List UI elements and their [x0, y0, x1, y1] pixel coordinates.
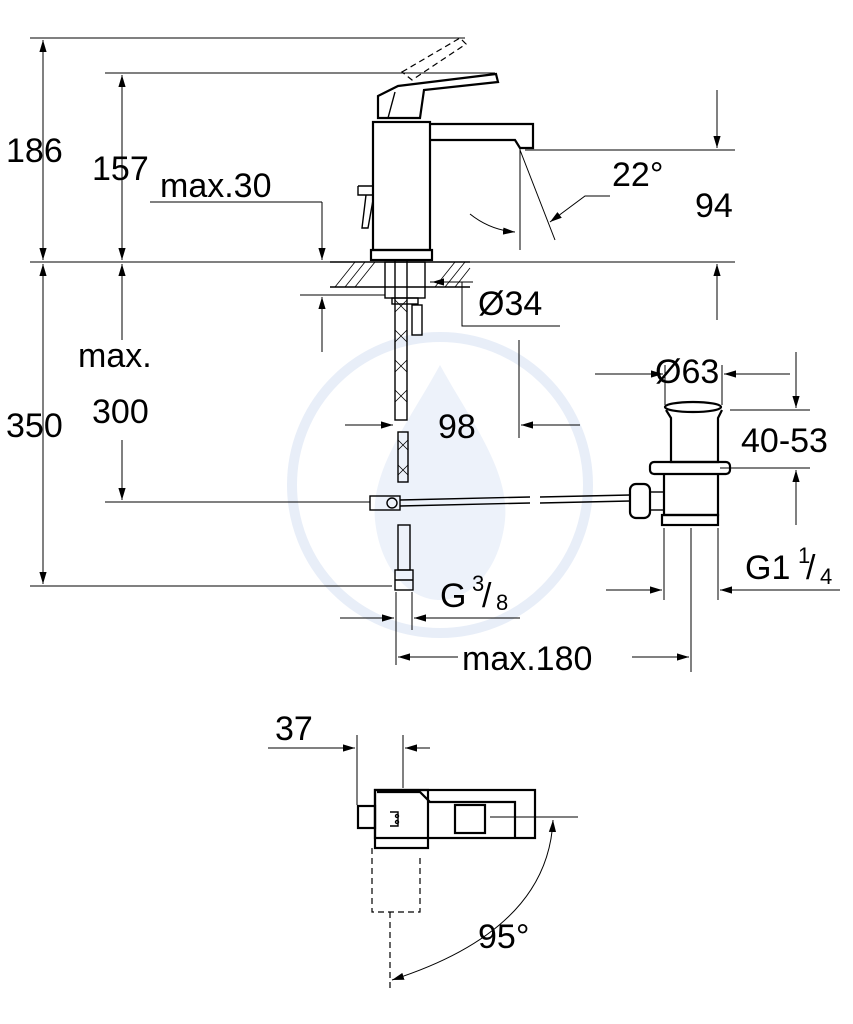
label-diameter-34: Ø34	[478, 285, 542, 323]
label-g1-denominator: 4	[820, 564, 832, 589]
dimension-labels: 186 157 max.30 22° 94 Ø34 max. 300 350 9…	[6, 132, 832, 956]
counter-section	[330, 261, 471, 288]
label-g1-1-4: G1 1 / 4	[745, 543, 832, 589]
label-40-53: 40-53	[741, 422, 828, 460]
label-max: max.	[78, 337, 152, 375]
label-g-slash: /	[482, 577, 492, 615]
label-g-numerator: 3	[472, 571, 484, 596]
label-94: 94	[695, 187, 733, 225]
dimension-lines	[30, 37, 840, 672]
label-g1-numerator: 1	[798, 543, 810, 568]
label-157: 157	[92, 150, 149, 188]
label-g1-slash: /	[806, 549, 816, 587]
label-98: 98	[438, 408, 476, 446]
label-22-degrees: 22°	[612, 156, 663, 194]
label-g1-main: G1	[745, 549, 790, 587]
label-186: 186	[6, 132, 63, 170]
label-g-main: G	[440, 577, 466, 615]
label-max-30: max.30	[160, 167, 272, 205]
label-g-3-8: G 3 / 8	[440, 571, 508, 615]
faucet-top-view	[268, 735, 578, 990]
label-37: 37	[275, 710, 313, 748]
label-max-180: max.180	[462, 640, 592, 678]
waste-fitting	[628, 400, 732, 527]
label-g-denominator: 8	[496, 590, 508, 615]
label-300: 300	[92, 393, 149, 431]
label-diameter-63: Ø63	[655, 353, 719, 391]
label-95-degrees: 95°	[478, 918, 529, 956]
label-350: 350	[6, 407, 63, 445]
watermark-logo	[287, 332, 593, 638]
